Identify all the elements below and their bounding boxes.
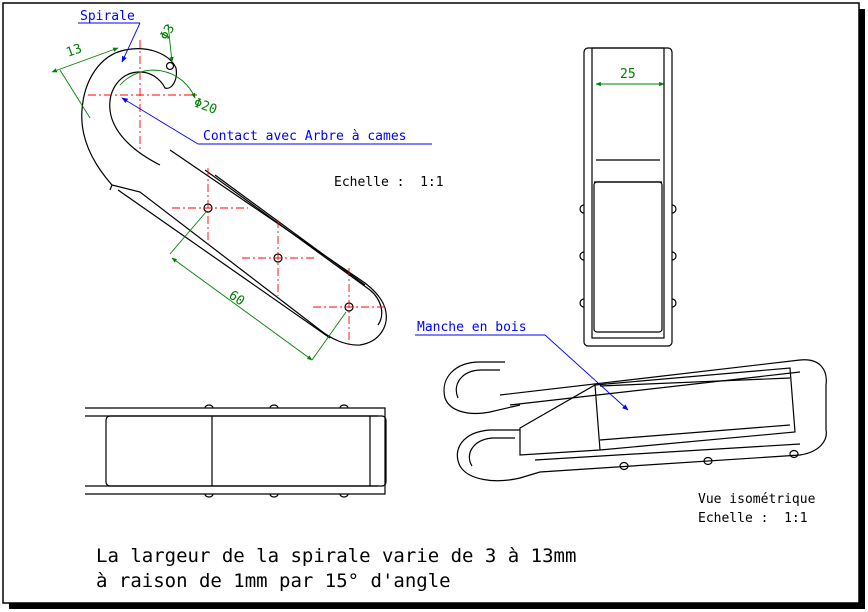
label-contact: Contact avec Arbre à cames <box>203 129 407 144</box>
side-view <box>85 404 387 498</box>
label-leaders <box>78 22 629 411</box>
note-line-2: à raison de 1mm par 15° d'angle <box>96 570 451 592</box>
dim-13: 13 <box>64 41 84 60</box>
note-line-1: La largeur de la spirale varie de 3 à 13… <box>96 545 576 567</box>
drawing-frame <box>2 2 860 604</box>
label-spirale: Spirale <box>80 9 135 24</box>
front-view <box>579 47 677 347</box>
scale-iso: Echelle : 1:1 <box>698 511 808 526</box>
dim-60: 60 <box>226 288 247 309</box>
dim-25: 25 <box>620 67 636 82</box>
iso-view-label: Vue isométrique <box>698 492 816 507</box>
dimension-lines <box>51 23 665 361</box>
isometric-view <box>443 359 827 482</box>
label-manche: Manche en bois <box>417 320 527 335</box>
dim-phi3: Φ3 <box>157 22 178 43</box>
scale-main: Echelle : 1:1 <box>334 175 444 190</box>
